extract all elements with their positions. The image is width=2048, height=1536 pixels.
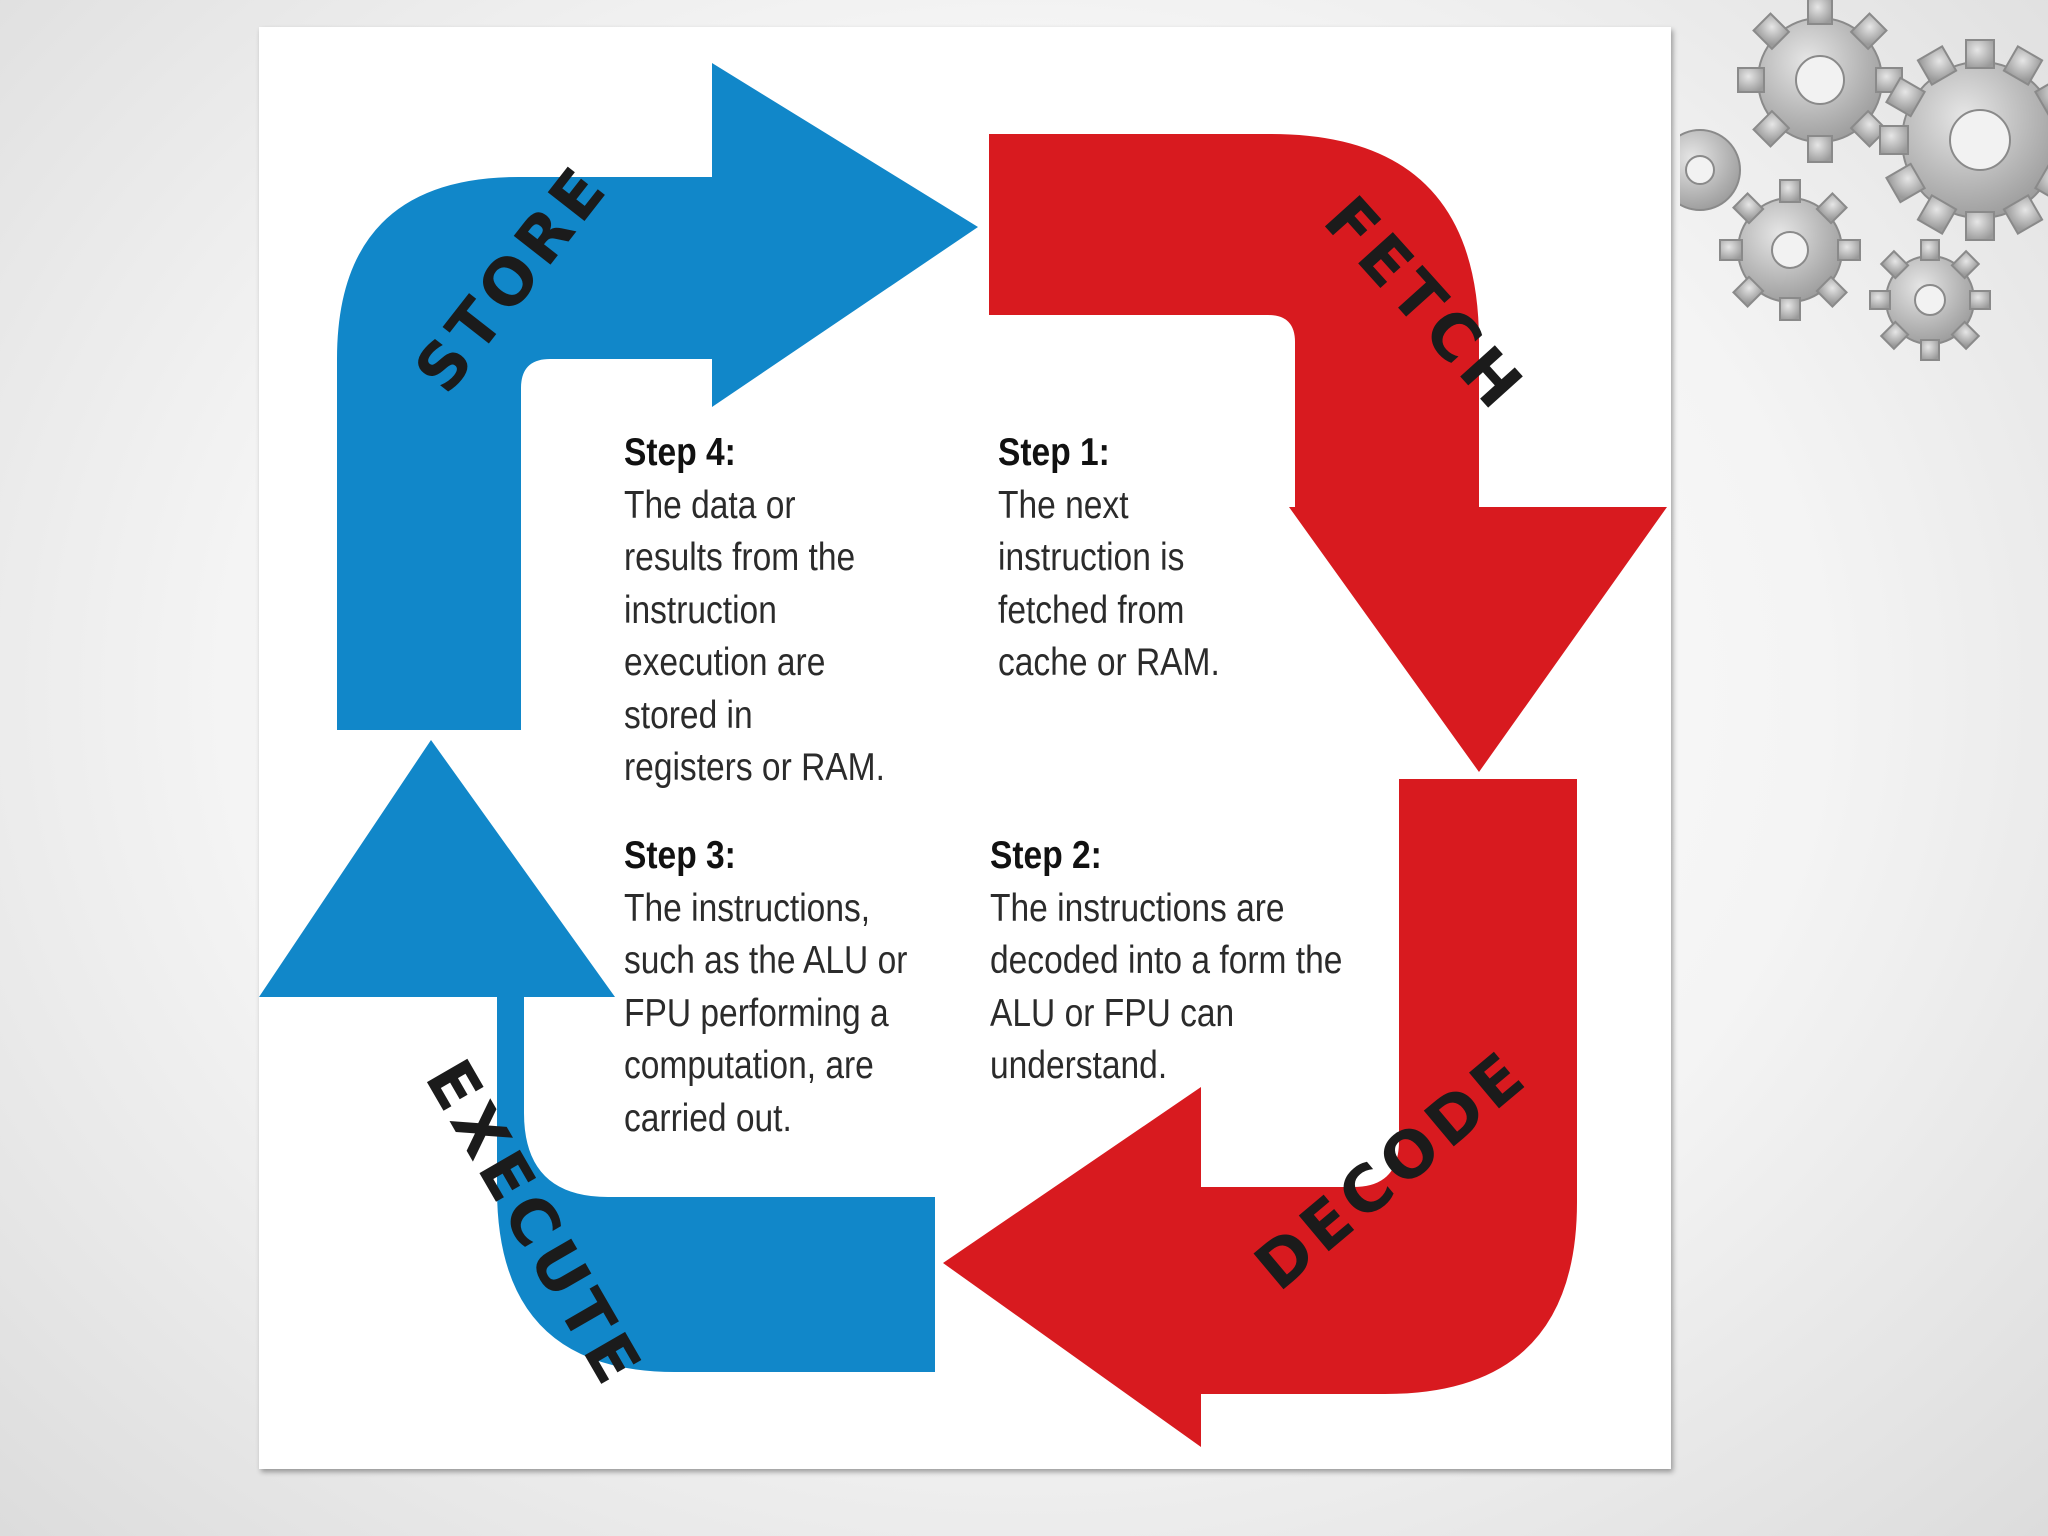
- step-4-title: Step 4:: [624, 427, 885, 480]
- step-1-block: Step 1: The next instruction is fetched …: [998, 427, 1220, 690]
- step-1-title: Step 1:: [998, 427, 1220, 480]
- step-3-line: The instructions,: [624, 883, 907, 936]
- step-1-line: instruction is: [998, 532, 1220, 585]
- step-4-block: Step 4: The data or results from the ins…: [624, 427, 885, 795]
- step-2-title: Step 2:: [990, 830, 1342, 883]
- step-3-line: such as the ALU or: [624, 935, 907, 988]
- step-2-line: understand.: [990, 1040, 1342, 1093]
- step-3-line: computation, are: [624, 1040, 907, 1093]
- step-3-line: FPU performing a: [624, 988, 907, 1041]
- step-2-block: Step 2: The instructions are decoded int…: [990, 830, 1342, 1093]
- gears-icon: [1680, 0, 2048, 390]
- step-4-line: registers or RAM.: [624, 742, 885, 795]
- step-1-line: cache or RAM.: [998, 637, 1220, 690]
- step-3-line: carried out.: [624, 1093, 907, 1146]
- step-4-line: instruction: [624, 585, 885, 638]
- step-4-line: The data or: [624, 480, 885, 533]
- step-3-block: Step 3: The instructions, such as the AL…: [624, 830, 907, 1145]
- step-2-line: ALU or FPU can: [990, 988, 1342, 1041]
- step-1-line: fetched from: [998, 585, 1220, 638]
- step-2-line: The instructions are: [990, 883, 1342, 936]
- step-4-line: results from the: [624, 532, 885, 585]
- step-2-line: decoded into a form the: [990, 935, 1342, 988]
- step-1-line: The next: [998, 480, 1220, 533]
- step-4-line: execution are: [624, 637, 885, 690]
- diagram-panel: STORE FETCH DECODE EXECUTE Step 4: The d…: [259, 27, 1671, 1469]
- step-4-line: stored in: [624, 690, 885, 743]
- cycle-diagram: STORE FETCH DECODE EXECUTE: [259, 27, 1671, 1469]
- step-3-title: Step 3:: [624, 830, 907, 883]
